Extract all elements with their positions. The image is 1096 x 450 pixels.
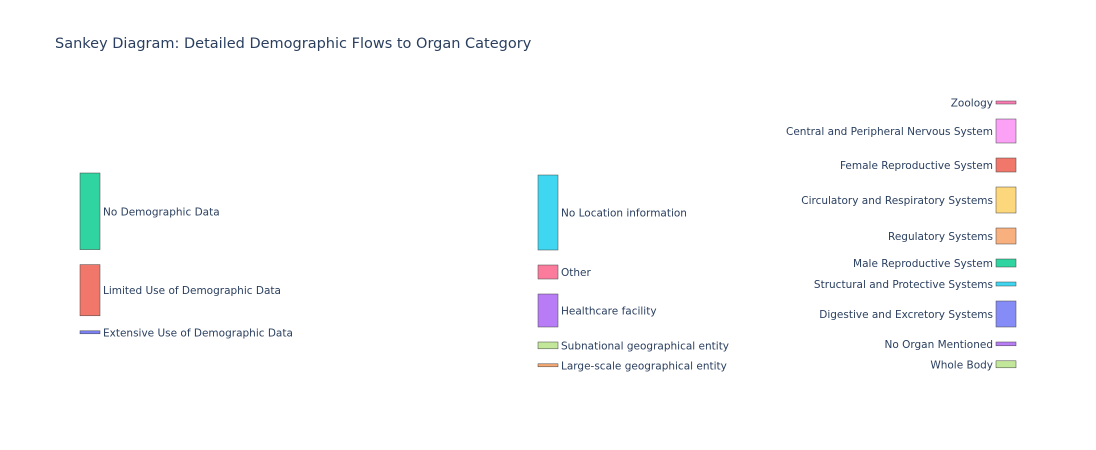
- node-label-noloc: No Location information: [561, 208, 687, 220]
- node-label-male: Male Reproductive System: [853, 258, 993, 270]
- node-label-circ: Circulatory and Respiratory Systems: [801, 195, 993, 207]
- link-nodemo-to-large[interactable]: [100, 249, 538, 365]
- node-dig[interactable]: [995, 300, 1017, 328]
- node-label-whole: Whole Body: [930, 359, 993, 371]
- node-noorgan[interactable]: [995, 341, 1017, 347]
- node-label-struct: Structural and Protective Systems: [814, 279, 993, 291]
- nodes-layer: [79, 100, 1017, 369]
- node-struct[interactable]: [995, 281, 1017, 287]
- node-label-large: Large-scale geographical entity: [561, 360, 727, 372]
- node-health[interactable]: [537, 293, 559, 328]
- node-extensive[interactable]: [79, 330, 101, 335]
- link-nodemo-to-other[interactable]: [100, 245, 538, 266]
- node-circ[interactable]: [995, 186, 1017, 214]
- link-large-to-struct[interactable]: [558, 285, 996, 367]
- node-male[interactable]: [995, 258, 1017, 268]
- node-nodemo[interactable]: [79, 172, 101, 250]
- node-reg[interactable]: [995, 227, 1017, 245]
- node-label-nodemo: No Demographic Data: [103, 206, 220, 218]
- node-cns[interactable]: [995, 118, 1017, 144]
- node-limited[interactable]: [79, 264, 101, 317]
- node-label-other: Other: [561, 267, 591, 279]
- node-label-limited: Limited Use of Demographic Data: [103, 285, 281, 297]
- node-label-female: Female Reproductive System: [840, 160, 993, 172]
- node-large[interactable]: [537, 363, 559, 368]
- node-label-noorgan: No Organ Mentioned: [884, 339, 993, 351]
- node-noloc[interactable]: [537, 174, 559, 251]
- node-subnat[interactable]: [537, 341, 559, 350]
- node-zoology[interactable]: [995, 100, 1017, 105]
- node-label-reg: Regulatory Systems: [888, 231, 993, 243]
- node-label-extensive: Extensive Use of Demographic Data: [103, 327, 293, 339]
- link-health-to-reg[interactable]: [558, 240, 996, 311]
- link-limited-to-noloc[interactable]: [100, 247, 538, 268]
- node-other[interactable]: [537, 264, 559, 280]
- page-title: Sankey Diagram: Detailed Demographic Flo…: [55, 36, 532, 52]
- link-health-to-circ[interactable]: [558, 206, 996, 307]
- node-female[interactable]: [995, 157, 1017, 173]
- link-noloc-to-dig[interactable]: [558, 233, 996, 313]
- node-label-health: Healthcare facility: [561, 306, 657, 318]
- link-limited-to-other[interactable]: [100, 266, 538, 280]
- node-label-subnat: Subnational geographical entity: [561, 340, 729, 352]
- node-label-zoology: Zoology: [951, 98, 993, 110]
- node-label-cns: Central and Peripheral Nervous System: [786, 126, 993, 138]
- node-label-dig: Digestive and Excretory Systems: [819, 309, 993, 321]
- link-limited-to-large[interactable]: [100, 315, 538, 367]
- node-whole[interactable]: [995, 360, 1017, 369]
